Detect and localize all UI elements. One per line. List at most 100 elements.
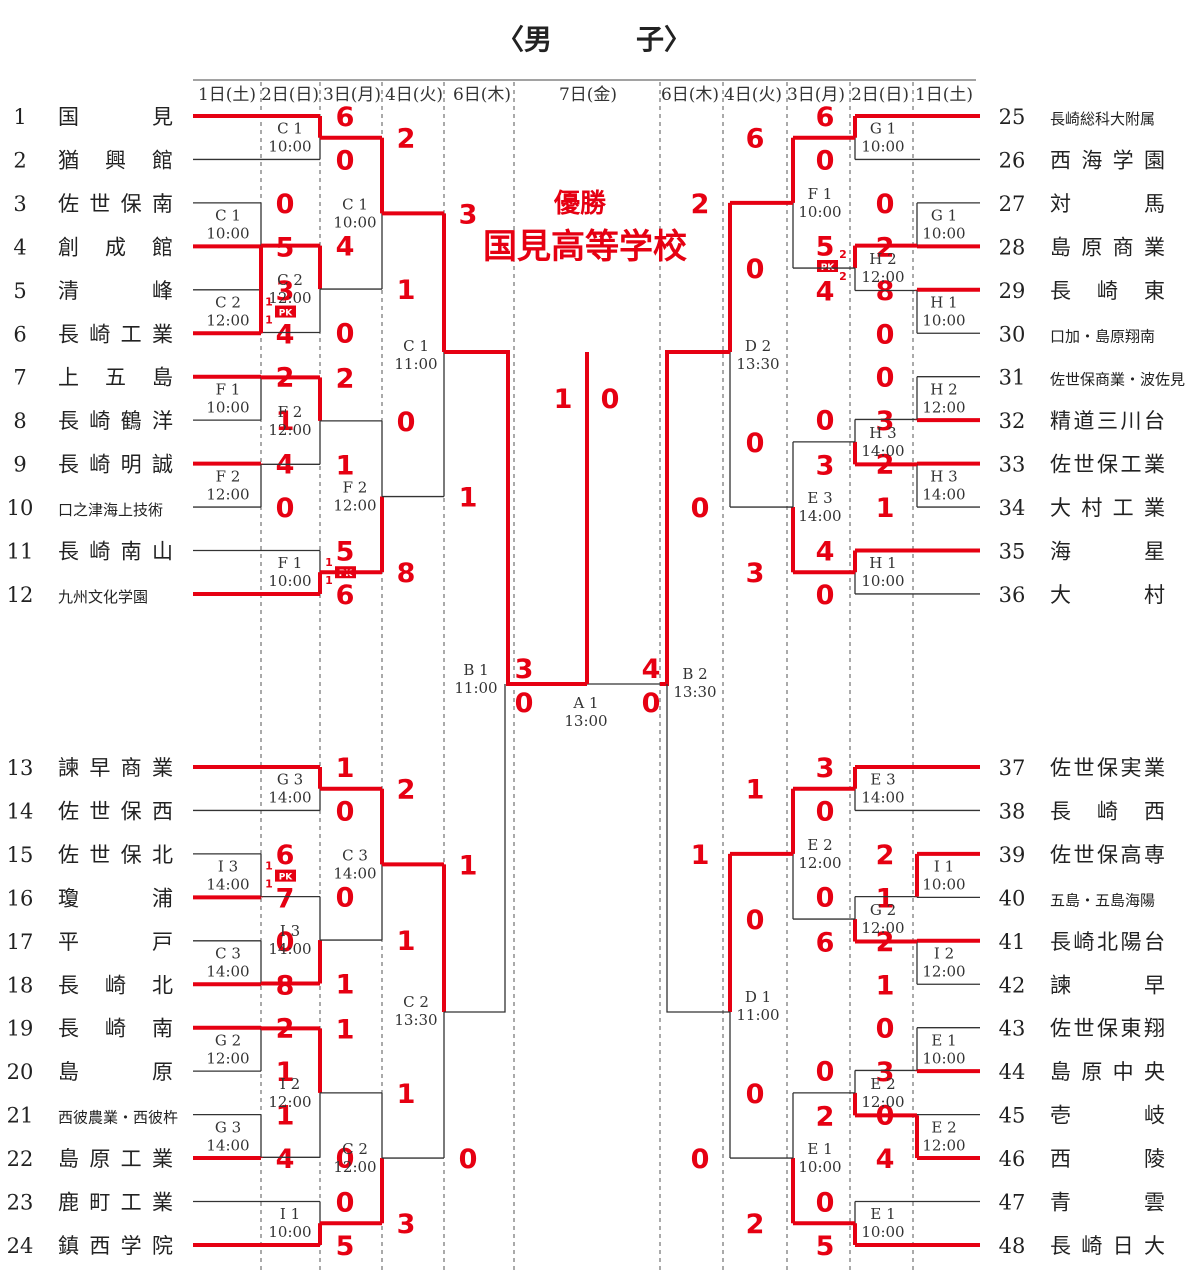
score: 1 [397, 926, 416, 957]
team-name: 佐世保北 [58, 843, 173, 867]
score: 3 [876, 1057, 895, 1088]
team-name: 西 陵 [1050, 1147, 1165, 1171]
match-venue: F 1 [216, 380, 241, 398]
team-name: 壱 岐 [1050, 1104, 1165, 1128]
score: 0 [336, 1188, 355, 1219]
bracket-line [666, 684, 730, 1013]
score: 0 [876, 363, 895, 394]
match-venue: I 3 [218, 858, 238, 876]
pk-score: 1 [325, 556, 333, 569]
team-name: 佐世保東翔 [1050, 1017, 1165, 1041]
match-time: 10:00 [922, 225, 965, 243]
match-venue: H 3 [930, 467, 957, 485]
match-time: 14:00 [268, 789, 311, 807]
match-venue: C 2 [277, 271, 303, 289]
seed-number: 47 [999, 1191, 1026, 1215]
seed-number: 39 [999, 843, 1026, 867]
score: 0 [746, 254, 765, 285]
pk-badge [275, 869, 296, 882]
match-venue: G 3 [277, 771, 303, 789]
bracket-line [444, 684, 506, 1013]
match-time: 12:00 [798, 854, 841, 872]
score: 0 [336, 319, 355, 350]
seed-number: 13 [7, 756, 34, 780]
header-day: 4日(火) [724, 85, 782, 105]
match-venue: C 1 [342, 195, 368, 213]
match-time: 12:00 [268, 289, 311, 307]
pk-label: PK [279, 873, 294, 883]
match-venue: I 1 [280, 1205, 300, 1223]
match-time: 14:00 [861, 442, 904, 460]
seed-number: 40 [999, 886, 1026, 910]
score: 6 [276, 840, 295, 871]
score: 0 [876, 319, 895, 350]
score: 3 [816, 450, 835, 481]
team-name: 長 崎 北 [58, 973, 173, 997]
seed-number: 3 [13, 192, 26, 216]
score: 1 [746, 775, 765, 806]
pk-score: 2 [839, 248, 847, 261]
score: 1 [276, 406, 295, 437]
team-name: 長崎工業 [58, 322, 173, 346]
final-score-left: 1 [554, 384, 573, 415]
score: 4 [876, 1144, 895, 1175]
score: 0 [876, 1014, 895, 1045]
team-name: 清 峰 [58, 279, 173, 303]
seed-number: 10 [7, 496, 34, 520]
match-time: 10:00 [798, 203, 841, 221]
match-time: 14:00 [333, 864, 376, 882]
score: 5 [276, 232, 295, 263]
team-name: 島原工業 [58, 1147, 173, 1171]
score: 5 [816, 232, 835, 263]
score: 6 [336, 580, 355, 611]
pk-badge [275, 305, 296, 318]
seed-number: 32 [999, 409, 1026, 433]
match-venue: H 3 [869, 424, 896, 442]
team-name: 島原商業 [1050, 235, 1165, 259]
score: 5 [336, 537, 355, 568]
score: 0 [336, 1143, 355, 1174]
seed-number: 2 [13, 148, 26, 172]
team-name: 精道三川台 [1050, 409, 1165, 433]
match-time: 13:30 [673, 683, 716, 701]
score: 0 [459, 1144, 478, 1175]
seed-number: 12 [7, 583, 34, 607]
team-name: 長 崎 西 [1050, 799, 1165, 823]
team-name: 佐世保高専 [1050, 843, 1165, 867]
seed-number: 19 [7, 1017, 34, 1041]
match-venue: C 2 [215, 294, 241, 312]
score: 0 [691, 1144, 710, 1175]
match-venue: E 1 [807, 1140, 832, 1158]
winner-path [444, 350, 587, 686]
pk-badge [817, 260, 838, 272]
seed-number: 22 [7, 1147, 34, 1171]
seed-number: 30 [999, 322, 1026, 346]
match-venue: B 1 [463, 661, 488, 679]
seed-number: 28 [999, 235, 1026, 259]
match-time: 12:00 [333, 497, 376, 515]
seed-number: 6 [13, 322, 26, 346]
score: 0 [876, 189, 895, 220]
match-time: 11:00 [454, 679, 497, 697]
team-name: 長 崎 東 [1050, 279, 1165, 303]
score: 0 [816, 1188, 835, 1219]
score: 2 [397, 775, 416, 806]
seed-number: 46 [999, 1147, 1026, 1171]
match-time: 14:00 [861, 789, 904, 807]
score: 4 [816, 537, 835, 568]
score: 1 [276, 1057, 295, 1088]
team-name: 上 五 島 [58, 366, 173, 390]
seed-number: 8 [13, 409, 26, 433]
match-time: 14:00 [206, 963, 249, 981]
score: 0 [397, 407, 416, 438]
seed-number: 42 [999, 973, 1026, 997]
header-day: 2日(日) [261, 85, 319, 105]
team-name: 西彼農業・西彼杵 [58, 1109, 178, 1127]
score: 5 [336, 1231, 355, 1262]
score: 0 [336, 796, 355, 827]
team-name: 長 崎 南 [58, 1017, 173, 1041]
match-time: 13:00 [564, 712, 607, 730]
score: 6 [746, 124, 765, 155]
score: 8 [276, 970, 295, 1001]
